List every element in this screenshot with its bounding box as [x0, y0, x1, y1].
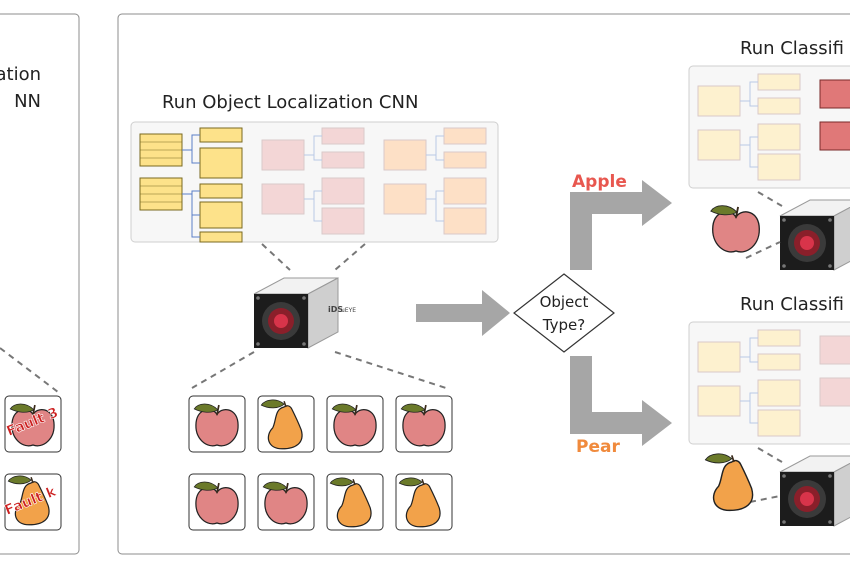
- apple-branch-arrow: [570, 180, 672, 270]
- localization-title: Run Object Localization CNN: [162, 92, 418, 113]
- decision-line1: Object: [540, 293, 589, 311]
- left-panel-title-line2: NN: [14, 91, 41, 112]
- active-network: [819, 79, 850, 151]
- main-panel: Run Object Localization CNN iDS uEYE Obj…: [117, 13, 850, 555]
- dashed-connector: [334, 351, 447, 389]
- dashed-connector: [191, 351, 255, 389]
- pear-classifier-title: Run Classifi: [740, 294, 844, 315]
- pear-branch-label: Pear: [576, 437, 620, 457]
- arrow-to-decision: [416, 290, 510, 336]
- apple-classifier-title: Run Classifi: [740, 38, 844, 59]
- apple-classifier: Run Classifi: [688, 38, 850, 271]
- fruit-grid: [188, 395, 453, 531]
- decision-diamond: [513, 273, 615, 353]
- camera-brand: iDS: [328, 305, 343, 314]
- camera-icon: [779, 455, 850, 527]
- pear-classifier: Run Classifi: [688, 294, 850, 527]
- decision-line2: Type?: [542, 316, 585, 334]
- dashed-connector: [334, 243, 366, 271]
- camera-model: uEYE: [341, 307, 356, 314]
- dashed-connector: [0, 347, 59, 393]
- camera-icon: [253, 277, 339, 349]
- pear-branch-arrow: [570, 356, 672, 446]
- left-panel-title-line1: ation: [0, 64, 41, 85]
- apple-branch-label: Apple: [572, 172, 627, 192]
- left-panel: ation NN Fault 3 Fault k: [0, 13, 80, 555]
- camera-icon: [779, 199, 850, 271]
